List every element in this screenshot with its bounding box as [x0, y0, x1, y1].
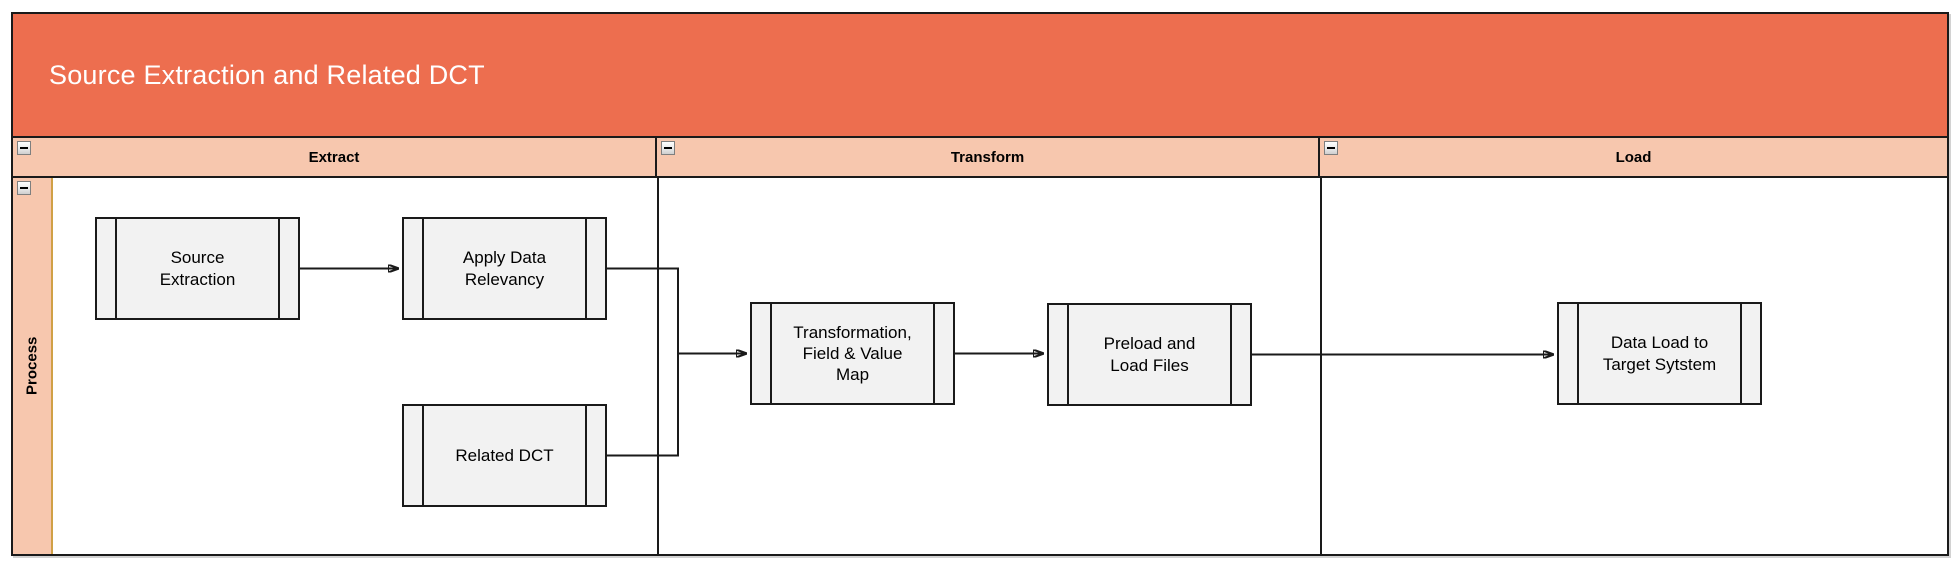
node-apply-data-relevancy[interactable]: Apply Data Relevancy — [402, 217, 607, 320]
process-shape-line — [422, 219, 424, 318]
collapse-icon[interactable] — [1324, 141, 1338, 155]
node-label: Data Load to Target Sytstem — [1602, 333, 1717, 374]
process-shape-line — [115, 219, 117, 318]
lane-label: Load — [1615, 148, 1652, 166]
node-related-dct[interactable]: Related DCT — [402, 404, 607, 507]
swimlane-pool[interactable]: Source Extraction and Related DCT Extrac… — [11, 12, 1949, 556]
collapse-icon[interactable] — [17, 181, 31, 195]
minus-icon — [1327, 147, 1335, 149]
lane-label: Extract — [308, 148, 360, 166]
node-preload-and-load-files[interactable]: Preload and Load Files — [1047, 303, 1252, 406]
node-source-extraction[interactable]: Source Extraction — [95, 217, 300, 320]
process-shape-line — [1740, 304, 1742, 403]
collapse-icon[interactable] — [17, 141, 31, 155]
process-shape-line — [278, 219, 280, 318]
process-row-header[interactable]: Process — [13, 178, 53, 554]
lane-header-transform[interactable]: Transform — [657, 138, 1320, 176]
lane-header-extract[interactable]: Extract — [13, 138, 657, 176]
process-shape-line — [770, 304, 772, 403]
lane-label: Transform — [950, 148, 1025, 166]
lane-divider — [657, 178, 659, 554]
node-label: Apply Data Relevancy — [462, 248, 547, 289]
minus-icon — [20, 147, 28, 149]
lane-header-row: Extract Transform Load — [13, 136, 1947, 178]
process-shape-line — [422, 406, 424, 505]
minus-icon — [20, 187, 28, 189]
node-label: Transformation, Field & Value Map — [793, 322, 912, 385]
node-label: Related DCT — [455, 445, 554, 465]
process-row-label: Process — [23, 336, 41, 396]
node-label: Preload and Load Files — [1103, 334, 1196, 375]
node-data-load-to-target-system[interactable]: Data Load to Target Sytstem — [1557, 302, 1762, 405]
minus-icon — [664, 147, 672, 149]
process-shape-line — [1577, 304, 1579, 403]
collapse-icon[interactable] — [661, 141, 675, 155]
lane-divider — [1320, 178, 1322, 554]
process-shape-line — [1230, 305, 1232, 404]
process-shape-line — [585, 219, 587, 318]
node-transformation-field-value-map[interactable]: Transformation, Field & Value Map — [750, 302, 955, 405]
process-shape-line — [933, 304, 935, 403]
lane-header-load[interactable]: Load — [1320, 138, 1947, 176]
pool-title: Source Extraction and Related DCT — [13, 14, 1947, 136]
process-shape-line — [1067, 305, 1069, 404]
node-label: Source Extraction — [159, 248, 236, 289]
process-shape-line — [585, 406, 587, 505]
